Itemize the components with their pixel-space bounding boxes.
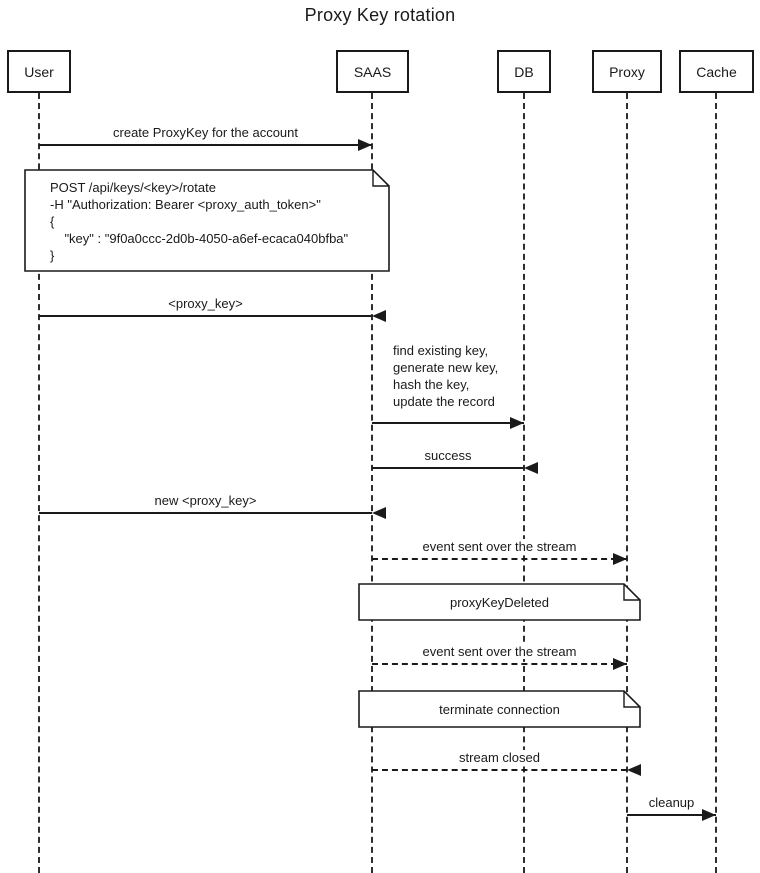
- message-line: [372, 663, 627, 665]
- message-line: [372, 769, 627, 771]
- message-label: event sent over the stream: [419, 644, 580, 659]
- actor-label-db: DB: [514, 63, 534, 80]
- lifeline-db: [523, 93, 525, 873]
- message-label: create ProxyKey for the account: [110, 125, 301, 140]
- actor-box-db: DB: [497, 50, 551, 93]
- arrowhead-icon: [358, 139, 372, 151]
- arrowhead-icon: [372, 310, 386, 322]
- message-line: [39, 512, 372, 514]
- message-line: [372, 467, 524, 469]
- message-label: <proxy_key>: [165, 296, 246, 311]
- lifeline-cache: [715, 93, 717, 873]
- message-line: [39, 144, 372, 146]
- note-text: POST /api/keys/<key>/rotate -H "Authoriz…: [50, 180, 349, 263]
- arrowhead-icon: [627, 764, 641, 776]
- actor-box-proxy: Proxy: [592, 50, 662, 93]
- note-shape: [358, 583, 641, 621]
- message-label: event sent over the stream: [419, 539, 580, 554]
- arrowhead-icon: [613, 658, 627, 670]
- message-label: new <proxy_key>: [151, 493, 260, 508]
- actor-box-cache: Cache: [679, 50, 754, 93]
- note-shape: [24, 169, 390, 272]
- lifeline-saas: [371, 93, 373, 873]
- actor-label-saas: SAAS: [353, 63, 392, 80]
- arrowhead-icon: [372, 507, 386, 519]
- note-fold-icon: [372, 170, 389, 187]
- note-shape: [358, 690, 641, 728]
- lifeline-user: [38, 93, 40, 873]
- message-line: [372, 422, 524, 424]
- note: terminate connection: [358, 690, 641, 728]
- note-fold-icon: [623, 584, 640, 601]
- arrowhead-icon: [613, 553, 627, 565]
- lifeline-proxy: [626, 93, 628, 873]
- actor-label-user: User: [24, 63, 54, 80]
- note-text: proxyKeyDeleted: [450, 594, 549, 610]
- actor-label-proxy: Proxy: [609, 63, 645, 80]
- actor-box-user: User: [7, 50, 71, 93]
- message-label: cleanup: [645, 795, 698, 810]
- diagram-title: Proxy Key rotation: [304, 5, 456, 25]
- message-label: find existing key, generate new key, has…: [393, 343, 499, 409]
- note-text: terminate connection: [439, 701, 560, 717]
- arrowhead-icon: [524, 462, 538, 474]
- note: proxyKeyDeleted: [358, 583, 641, 621]
- message-line: [372, 558, 627, 560]
- message-label: stream closed: [456, 750, 543, 765]
- message-line: [627, 814, 716, 816]
- note-fold-icon: [623, 691, 640, 708]
- arrowhead-icon: [510, 417, 524, 429]
- actor-box-saas: SAAS: [336, 50, 409, 93]
- message-label: success: [421, 448, 475, 463]
- note: POST /api/keys/<key>/rotate -H "Authoriz…: [24, 169, 390, 272]
- arrowhead-icon: [702, 809, 716, 821]
- message-line: [39, 315, 372, 317]
- actor-label-cache: Cache: [696, 63, 737, 80]
